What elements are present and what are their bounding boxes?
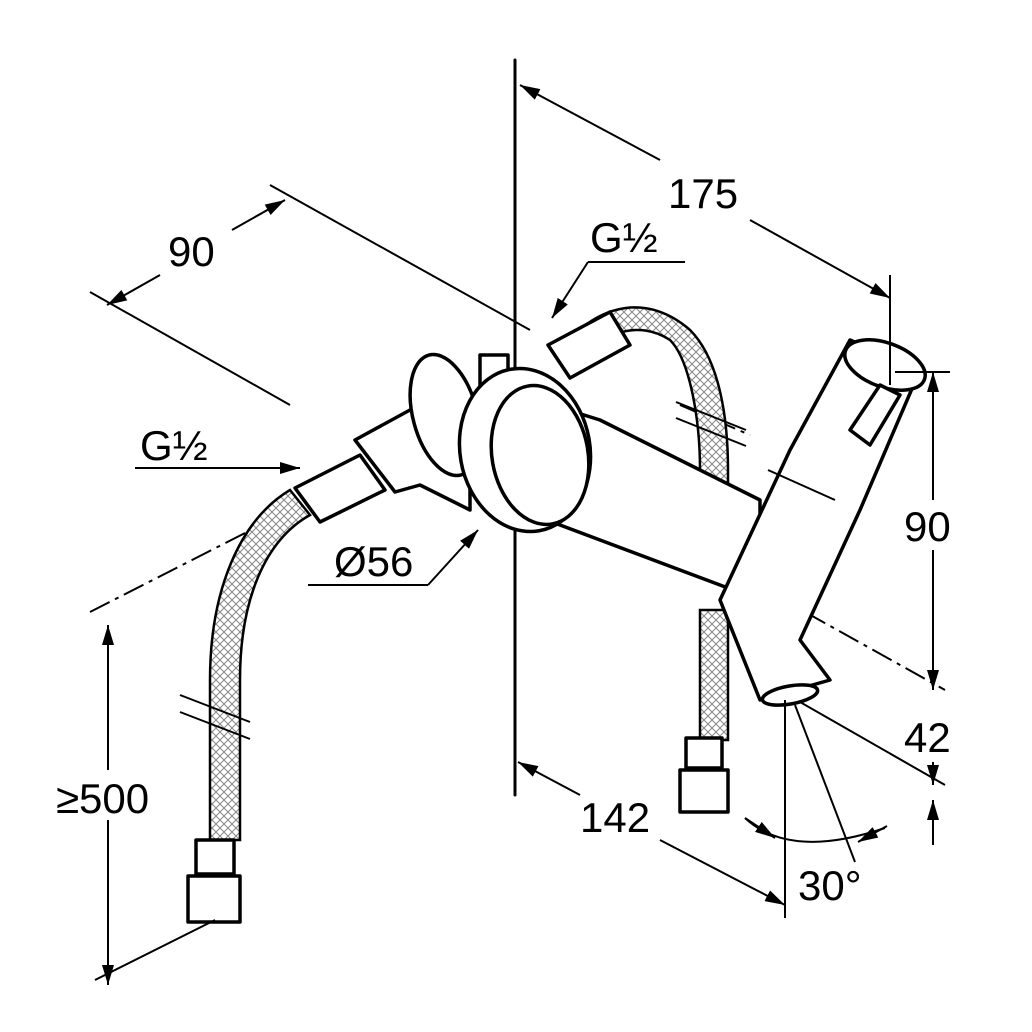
swivel-angle-label: 30° (798, 862, 862, 909)
angle-arrow-right (857, 825, 888, 843)
dim-line-90-left (106, 274, 161, 306)
dim-line-175-right (749, 219, 891, 299)
dim-label-175: 175 (668, 170, 738, 217)
right-hose-fitting (678, 768, 730, 814)
outlet-height-label: 42 (904, 714, 951, 761)
left-hose-fitting (186, 874, 242, 924)
hose-length-label: ≥500 (56, 775, 149, 822)
ext-line-42 (799, 701, 946, 786)
ext-line-500-bottom (94, 919, 216, 981)
left-hose-nut (194, 838, 236, 876)
spout-height-label: 90 (904, 503, 951, 550)
angle-arrow-left (744, 817, 776, 839)
lower-inlet-connector (293, 453, 387, 524)
rosette-diameter-label: Ø56 (334, 538, 413, 585)
rosette-inner-ring (489, 383, 591, 527)
thread-label-upper: G½ (590, 214, 658, 261)
ext-line-90-bottom (89, 291, 291, 406)
right-hose-lower-segment (698, 608, 730, 742)
head-ring-line (767, 469, 836, 501)
dim-line-90-right (231, 199, 286, 231)
leader-g-upper (551, 261, 589, 319)
right-hose-nut (684, 736, 724, 770)
angle-leg (794, 704, 856, 863)
dim-line-142-left (517, 761, 581, 796)
upper-inlet-connector (546, 310, 632, 380)
dim-line-175-left (519, 84, 661, 161)
outlet-aerator (760, 683, 820, 707)
thread-label-lower: G½ (140, 422, 208, 469)
left-break-mark-2 (179, 711, 251, 740)
label-bg-90h (900, 500, 966, 550)
label-bg-500 (54, 770, 164, 820)
lever-handle (848, 383, 902, 447)
projection-label: 142 (580, 794, 650, 841)
dim-label-90-depth: 90 (168, 228, 215, 275)
ext-line-90-top (269, 184, 531, 331)
right-break-mark-2 (675, 417, 747, 447)
right-break-mark-1 (675, 401, 747, 431)
left-supply-hose (208, 488, 312, 842)
left-break-mark-1 (179, 694, 251, 723)
dim-line-142-right (659, 839, 786, 906)
leader-d56 (427, 529, 479, 586)
